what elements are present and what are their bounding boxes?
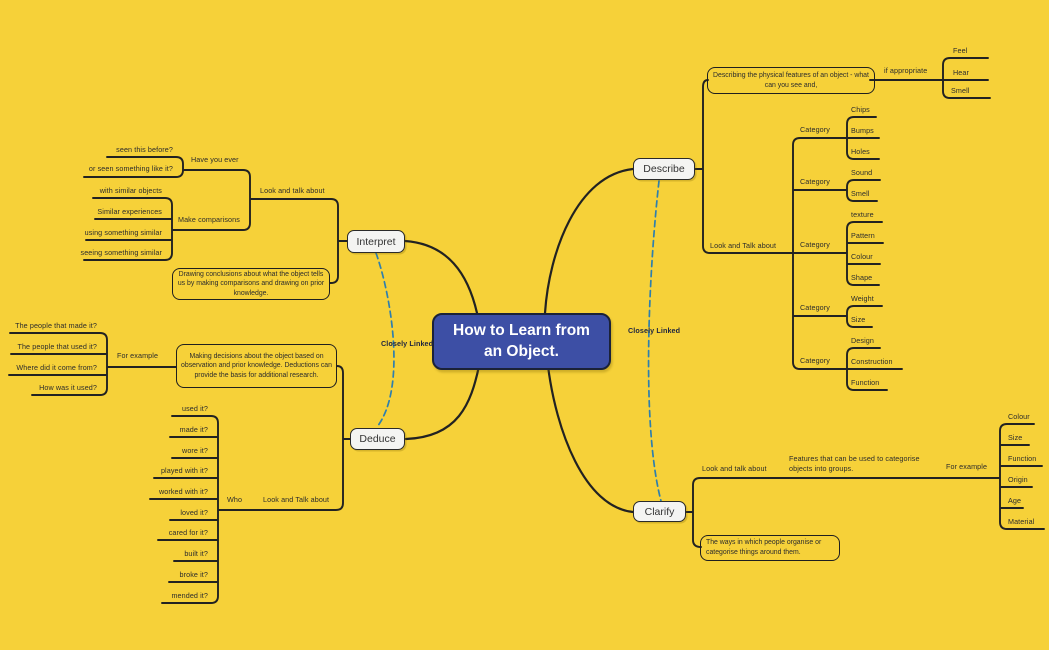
category-item[interactable]: Bumps (851, 126, 874, 135)
category-label[interactable]: Category (800, 303, 830, 312)
for-example-label[interactable]: For example (117, 351, 159, 360)
category-item[interactable]: Holes (851, 147, 870, 156)
category-item[interactable]: Construction (851, 357, 893, 366)
center-branch-curves (403, 167, 635, 514)
if-appropriate-label[interactable]: if appropriate (884, 66, 928, 75)
interpret-node[interactable]: Interpret (347, 230, 405, 253)
who-item[interactable]: made it? (179, 425, 208, 434)
clarify-ways-box[interactable]: The ways in which people organise or cat… (700, 535, 840, 561)
category-item[interactable]: Shape (851, 273, 873, 282)
make-comparisons-item[interactable]: with similar objects (99, 186, 162, 195)
category-item[interactable]: Sound (851, 168, 873, 177)
sense-item[interactable]: Smell (951, 86, 970, 95)
clarify-example-item[interactable]: Colour (1008, 412, 1030, 421)
make-comparisons-item[interactable]: using something similar (84, 228, 162, 237)
have-you-ever-item[interactable]: seen this before? (116, 145, 173, 154)
category-item[interactable]: Design (851, 336, 874, 345)
category-item[interactable]: Colour (851, 252, 873, 261)
make-comparisons-item[interactable]: Similar experiences (97, 207, 162, 216)
have-you-ever-item[interactable]: or seen something like it? (88, 164, 173, 173)
central-topic-node[interactable]: How to Learn from an Object. (432, 313, 611, 370)
for-example-item[interactable]: The people that made it? (15, 321, 97, 330)
have-you-ever-label[interactable]: Have you ever (191, 155, 239, 164)
clarify-example-item[interactable]: Origin (1008, 475, 1028, 484)
category-item[interactable]: Weight (851, 294, 874, 303)
describe-branch-lines (694, 57, 991, 391)
closely-linked-curve-right (647, 180, 662, 502)
category-item[interactable]: texture (851, 210, 874, 219)
describe-node[interactable]: Describe (633, 158, 695, 180)
clarify-features-label[interactable]: Features that can be used to categorise … (789, 454, 920, 473)
sense-item[interactable]: Hear (953, 68, 969, 77)
interpret-branch-lines (83, 156, 348, 284)
who-item[interactable]: worked with it? (158, 487, 208, 496)
who-item[interactable]: mended it? (171, 591, 208, 600)
who-item[interactable]: wore it? (182, 446, 208, 455)
interpret-look-label[interactable]: Look and talk about (260, 186, 325, 195)
category-item[interactable]: Pattern (851, 231, 875, 240)
who-item[interactable]: built it? (184, 549, 208, 558)
category-item[interactable]: Function (851, 378, 880, 387)
who-item[interactable]: played with it? (160, 466, 208, 475)
interpret-conclusion-box[interactable]: Drawing conclusions about what the objec… (172, 268, 330, 300)
category-label[interactable]: Category (800, 177, 830, 186)
who-item[interactable]: broke it? (179, 570, 208, 579)
who-item[interactable]: loved it? (180, 508, 208, 517)
who-item[interactable]: cared for it? (168, 528, 208, 537)
category-label[interactable]: Category (800, 240, 830, 249)
clarify-node[interactable]: Clarify (633, 501, 686, 522)
closely-linked-label[interactable]: Closely Linked (628, 326, 681, 335)
deduce-branch-lines (8, 332, 351, 604)
clarify-for-example-label[interactable]: For example (946, 462, 988, 471)
who-item[interactable]: used it? (182, 404, 208, 413)
describe-look-label[interactable]: Look and Talk about (710, 241, 777, 250)
clarify-example-item[interactable]: Function (1008, 454, 1037, 463)
for-example-item[interactable]: Where did it come from? (16, 363, 97, 372)
closely-linked-curve-left (375, 252, 395, 428)
for-example-item[interactable]: How was it used? (39, 383, 97, 392)
describe-intro-box[interactable]: Describing the physical features of an o… (707, 67, 875, 94)
category-item[interactable]: Chips (851, 105, 870, 114)
clarify-example-item[interactable]: Age (1008, 496, 1022, 505)
clarify-example-item[interactable]: Material (1008, 517, 1035, 526)
who-label[interactable]: Who (227, 495, 243, 504)
clarify-example-item[interactable]: Size (1008, 433, 1023, 442)
category-item[interactable]: Smell (851, 189, 870, 198)
deduce-node[interactable]: Deduce (350, 428, 405, 450)
sense-item[interactable]: Feel (953, 46, 968, 55)
make-comparisons-label[interactable]: Make comparisons (178, 215, 240, 224)
category-label[interactable]: Category (800, 125, 830, 134)
deduce-decision-box[interactable]: Making decisions about the object based … (176, 344, 337, 388)
clarify-look-label[interactable]: Look and talk about (702, 464, 767, 473)
category-label[interactable]: Category (800, 356, 830, 365)
make-comparisons-item[interactable]: seeing something similar (80, 248, 162, 257)
for-example-item[interactable]: The people that used it? (17, 342, 97, 351)
closely-linked-label[interactable]: Closely Linked (381, 339, 434, 348)
deduce-look-label[interactable]: Look and Talk about (263, 495, 330, 504)
category-item[interactable]: Size (851, 315, 866, 324)
clarify-branch-lines (685, 423, 1045, 548)
